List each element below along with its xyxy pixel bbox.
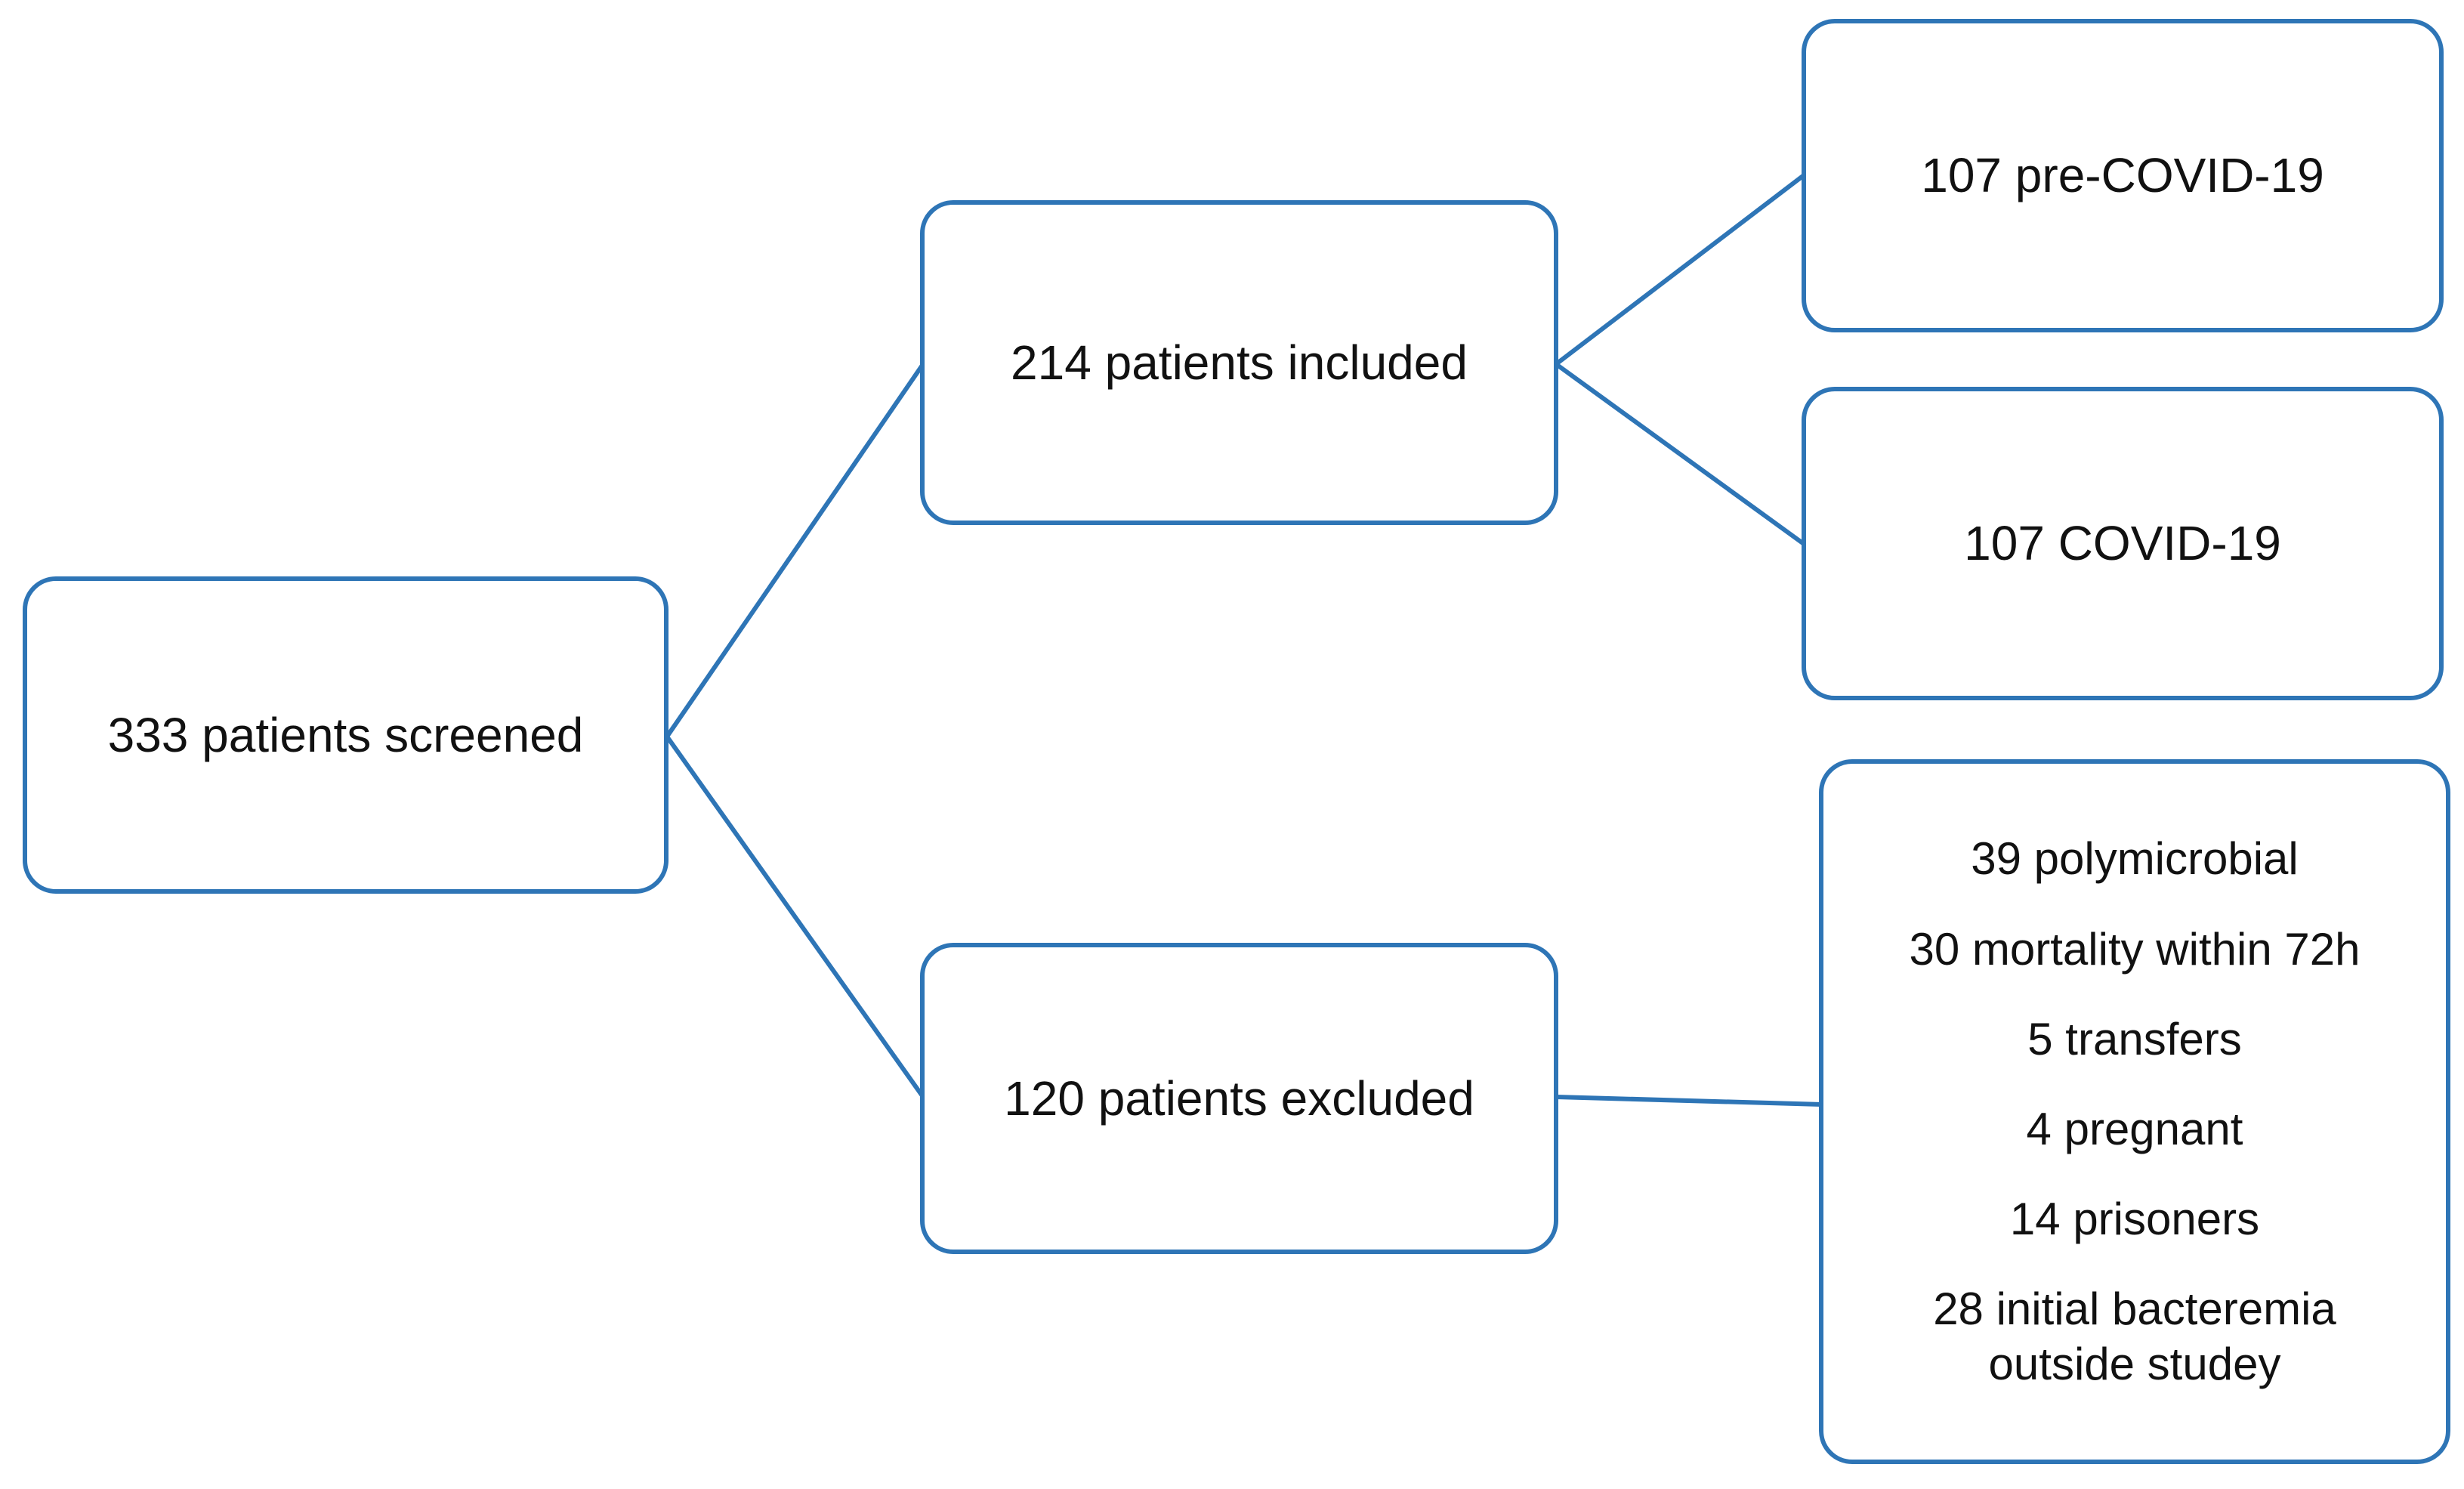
node-pre-covid-group: 107 pre-COVID-19	[1802, 19, 2444, 332]
patients-screened-label: 333 patients screened	[107, 707, 584, 762]
exclusion-reason-transfers: 5 transfers	[2027, 1013, 2242, 1064]
node-covid-group: 107 COVID-19	[1802, 387, 2444, 700]
exclusion-reason-prisoners: 14 prisoners	[2009, 1194, 2260, 1245]
patients-included-label: 214 patients included	[1011, 335, 1468, 390]
exclusion-reason-pregnant: 4 pregnant	[2026, 1103, 2243, 1154]
node-exclusion-reasons: 39 polymicrobial 30 mortality within 72h…	[1819, 759, 2450, 1464]
exclusion-reason-polymicrobial: 39 polymicrobial	[1971, 833, 2299, 885]
exclusion-reason-initial-bacteremia: 28 initial bacteremia outside studey	[1933, 1284, 2336, 1390]
patients-excluded-label: 120 patients excluded	[1004, 1070, 1474, 1126]
covid-group-label: 107 COVID-19	[1964, 516, 2281, 571]
node-patients-included: 214 patients included	[920, 200, 1558, 525]
connector-included-to-precovid	[1554, 173, 1806, 366]
pre-covid-group-label: 107 pre-COVID-19	[1921, 148, 2324, 203]
connector-excluded-to-reasons	[1554, 1095, 1824, 1107]
node-patients-screened: 333 patients screened	[23, 576, 668, 894]
connector-screened-to-included	[665, 362, 925, 739]
connector-screened-to-excluded	[665, 734, 925, 1099]
node-patients-excluded: 120 patients excluded	[920, 943, 1558, 1254]
exclusion-reason-mortality-72h: 30 mortality within 72h	[1909, 923, 2361, 975]
connector-included-to-covid	[1554, 362, 1806, 546]
